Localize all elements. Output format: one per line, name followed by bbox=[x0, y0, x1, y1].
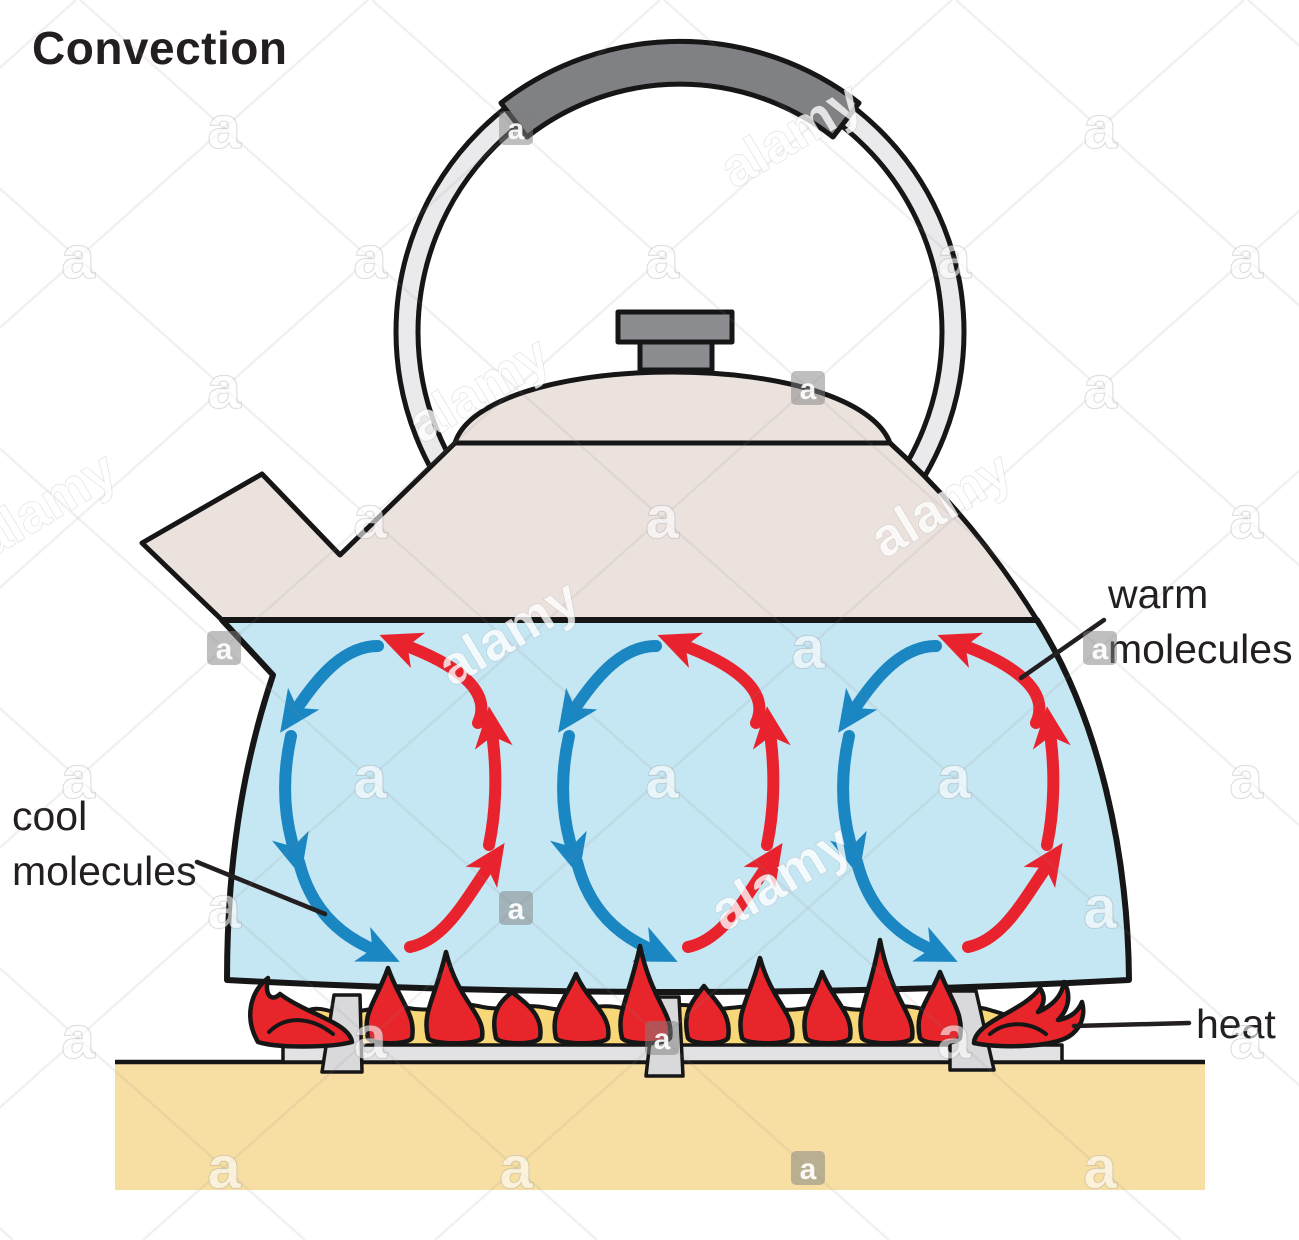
cool-molecules-pointer bbox=[194, 859, 328, 917]
watermark-letter: a bbox=[645, 224, 679, 291]
watermark-letter: a bbox=[1229, 484, 1263, 551]
flame-tongue bbox=[684, 983, 731, 1046]
convection-currents bbox=[271, 632, 1071, 962]
heat-pointer bbox=[1071, 1020, 1192, 1029]
watermark-letter: a bbox=[645, 484, 679, 551]
kettle bbox=[139, 38, 1132, 995]
ground bbox=[115, 1062, 1205, 1190]
watermark-letter: a bbox=[1229, 744, 1263, 811]
watermark-letter: a bbox=[1083, 354, 1117, 421]
knob-stem bbox=[637, 339, 715, 373]
watermark-letter: a bbox=[353, 744, 387, 811]
watermark-letter: a bbox=[791, 614, 825, 681]
watermark-letter: a bbox=[1229, 1004, 1263, 1071]
flame-tongue bbox=[802, 969, 853, 1046]
watermark-letter: a bbox=[207, 1134, 241, 1201]
watermark-letter: a bbox=[1083, 874, 1117, 941]
watermark-letter: a bbox=[508, 113, 525, 146]
watermark-letter: a bbox=[937, 744, 971, 811]
watermark-letter: a bbox=[61, 1004, 95, 1071]
flame-tongue bbox=[492, 989, 543, 1046]
flame-inner-curl bbox=[988, 1022, 1048, 1036]
page-title: Convection bbox=[32, 22, 287, 74]
cool-molecules-label: cool bbox=[12, 793, 87, 839]
convection-cell-2 bbox=[549, 632, 791, 962]
flame-tongue bbox=[552, 971, 611, 1046]
flame-tongue bbox=[364, 965, 415, 1046]
watermark-letter-boxes: a a a a a a a bbox=[207, 111, 1117, 1186]
flame-tongue bbox=[858, 937, 915, 1046]
annotations: Convection warm molecules cool molecules… bbox=[12, 22, 1293, 1047]
watermark-letter: a bbox=[61, 224, 95, 291]
watermark-letter: a bbox=[353, 1004, 387, 1071]
warm-current-arrow bbox=[657, 632, 766, 729]
warm-molecules-pointer bbox=[1018, 617, 1107, 681]
warm-current-arrow bbox=[752, 706, 791, 851]
watermark-letter: a bbox=[800, 373, 817, 406]
warm-molecules-label: warm bbox=[1107, 571, 1208, 617]
convection-cell-3 bbox=[829, 632, 1071, 962]
cool-current-arrow bbox=[549, 730, 587, 876]
cool-current-arrow bbox=[271, 730, 309, 876]
flame-tongue bbox=[916, 969, 964, 1046]
warm-current-arrow bbox=[404, 843, 505, 953]
warm-current-arrow bbox=[937, 632, 1046, 729]
warm-current-arrow bbox=[474, 706, 513, 851]
warm-molecules-label: molecules bbox=[1108, 626, 1293, 672]
watermark-letter: a bbox=[937, 224, 971, 291]
flame-tongue bbox=[738, 955, 795, 1046]
cool-current-arrow bbox=[838, 640, 942, 733]
watermark-letter: a bbox=[216, 633, 233, 666]
cool-molecules-label: molecules bbox=[12, 848, 197, 894]
watermark-letter: a bbox=[499, 1134, 533, 1201]
watermark-letter: a bbox=[207, 94, 241, 161]
warm-current-arrow bbox=[962, 843, 1063, 953]
watermark-faint-letters: a a a a a a a a a a a a a a a a a a a a … bbox=[61, 93, 1264, 1201]
watermark-letter: a bbox=[508, 893, 525, 926]
watermark-letter: a bbox=[1083, 1134, 1117, 1201]
cool-current-arrow bbox=[280, 640, 384, 733]
stove-surface bbox=[115, 1059, 1205, 1190]
cool-current-arrow bbox=[558, 640, 662, 733]
watermark-letter: a bbox=[800, 1153, 817, 1186]
watermark-letter: a bbox=[645, 744, 679, 811]
watermark-letter: a bbox=[61, 744, 95, 811]
kettle-handle-grip bbox=[498, 38, 862, 140]
watermark-letter: a bbox=[937, 1004, 971, 1071]
cool-current-arrow bbox=[829, 730, 867, 876]
flame-inner-curl bbox=[267, 1018, 335, 1036]
cool-current-arrow bbox=[571, 856, 678, 962]
watermark-letter: a bbox=[353, 484, 387, 551]
watermark-letter: a bbox=[207, 354, 241, 421]
watermark-letter: a bbox=[1083, 94, 1117, 161]
flame-tongue-heat bbox=[971, 979, 1086, 1049]
watermark-letter: a bbox=[207, 874, 241, 941]
watermark-letter: a bbox=[1229, 224, 1263, 291]
watermark-letter: a bbox=[1092, 633, 1109, 666]
cool-current-arrow bbox=[851, 856, 958, 962]
warm-current-arrow bbox=[682, 843, 783, 953]
watermark-brand: alamy bbox=[0, 439, 127, 569]
heat-label: heat bbox=[1196, 1001, 1276, 1047]
warm-current-arrow bbox=[1032, 706, 1071, 851]
watermark-letter: a bbox=[353, 224, 387, 291]
flame-tongue bbox=[424, 949, 485, 1046]
knob-top bbox=[615, 309, 735, 345]
watermark-letter: a bbox=[654, 1023, 671, 1056]
warm-current-arrow bbox=[379, 632, 488, 729]
